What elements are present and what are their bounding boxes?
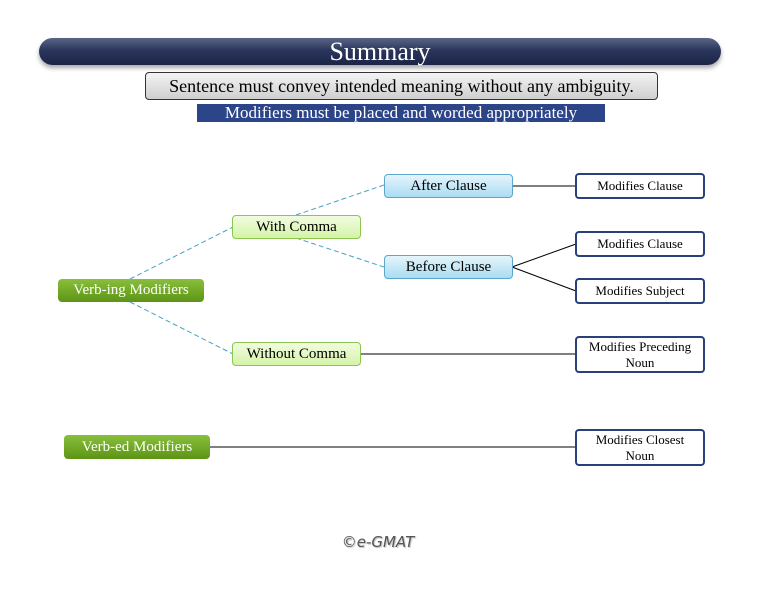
rule-banner: Modifiers must be placed and worded appr… (197, 104, 605, 122)
node-without-comma: Without Comma (232, 342, 361, 366)
node-modifies-preceding-noun: Modifies Preceding Noun (575, 336, 705, 373)
egmat-logo: ©e-GMAT (341, 533, 415, 551)
node-before-clause: Before Clause (384, 255, 513, 279)
subtitle-box: Sentence must convey intended meaning wi… (145, 72, 658, 100)
link-with-comma-to-before-clause (295, 237, 385, 268)
link-before-clause-to-modifies-subject (511, 266, 577, 292)
node-modifies-subject: Modifies Subject (575, 278, 705, 304)
node-after-modifies-clause: Modifies Clause (575, 173, 705, 199)
node-before-modifies-clause: Modifies Clause (575, 231, 705, 257)
node-after-clause: After Clause (384, 174, 513, 198)
link-verb-ing-to-without-comma (129, 301, 234, 355)
link-with-comma-to-after-clause (295, 184, 385, 216)
link-verb-ing-to-with-comma (129, 226, 234, 280)
node-verb-ing-modifiers: Verb-ing Modifiers (58, 279, 204, 302)
node-modifies-closest-noun: Modifies Closest Noun (575, 429, 705, 466)
node-with-comma: With Comma (232, 215, 361, 239)
link-before-clause-to-modifies-clause (511, 243, 577, 268)
page-title: Summary (39, 38, 721, 65)
node-verb-ed-modifiers: Verb-ed Modifiers (64, 435, 210, 459)
